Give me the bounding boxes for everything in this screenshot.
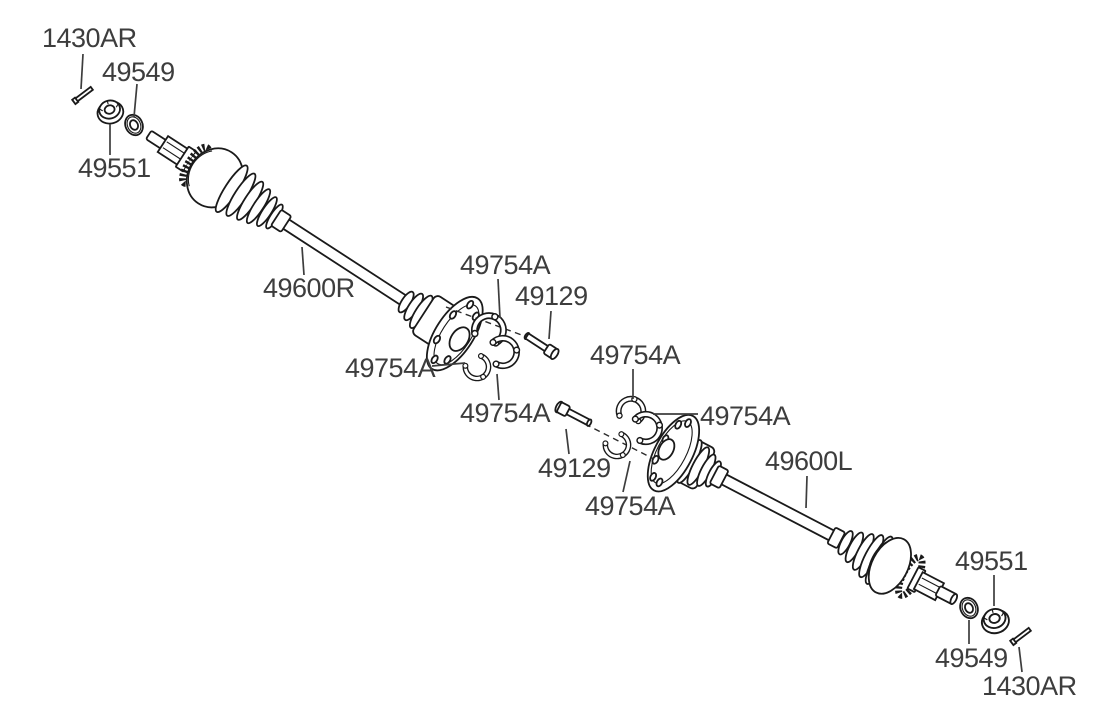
cotter-pin-drawing: [1008, 626, 1033, 647]
part-label: 49754A: [590, 340, 681, 370]
part-label: 49551: [955, 546, 1028, 576]
leader-line: [496, 373, 500, 401]
part-label: 49549: [935, 643, 1008, 673]
leader-line: [622, 460, 631, 493]
leader-line: [1018, 646, 1023, 673]
leader-line: [565, 428, 570, 455]
cotter-pin-drawing: [70, 85, 95, 106]
leader-line: [497, 278, 501, 319]
part-label: 49754A: [345, 353, 436, 383]
assembly-axis-dashed-line: [584, 423, 655, 460]
part-label: 49551: [78, 153, 151, 183]
snap-ring-clip-drawing: [462, 353, 494, 385]
part-label: 49754A: [585, 491, 676, 521]
leader-line: [431, 362, 466, 367]
snap-ring-clip-drawing: [490, 336, 522, 367]
part-label: 1430AR: [42, 23, 137, 53]
washer-drawing: [959, 596, 979, 620]
snap-ring-clip-drawing: [616, 393, 647, 424]
drive-shaft-right-drawing: [145, 130, 484, 372]
part-label: 49600R: [263, 273, 355, 303]
part-label: 1430AR: [982, 671, 1077, 701]
flange-bolt-drawing: [554, 400, 593, 427]
leader-line: [133, 83, 138, 118]
part-label: 49754A: [460, 250, 551, 280]
part-label: 49754A: [700, 401, 791, 431]
drive-shaft-left-drawing: [646, 413, 959, 605]
lock-nut-drawing: [96, 99, 125, 125]
part-label: 49600L: [765, 446, 853, 476]
flange-bolt-drawing: [523, 332, 560, 360]
leader-lines: [80, 53, 1023, 673]
assembly-axis-dashed-line: [445, 306, 528, 338]
part-label: 49754A: [460, 398, 551, 428]
leader-line: [301, 246, 305, 276]
leader-line: [548, 310, 552, 340]
part-label: 49129: [538, 453, 611, 483]
part-label: 49549: [102, 57, 175, 87]
leader-line: [80, 53, 84, 90]
part-label: 49129: [515, 281, 588, 311]
lock-nut-drawing: [980, 607, 1010, 635]
leader-line: [805, 475, 808, 509]
washer-drawing: [124, 113, 144, 137]
